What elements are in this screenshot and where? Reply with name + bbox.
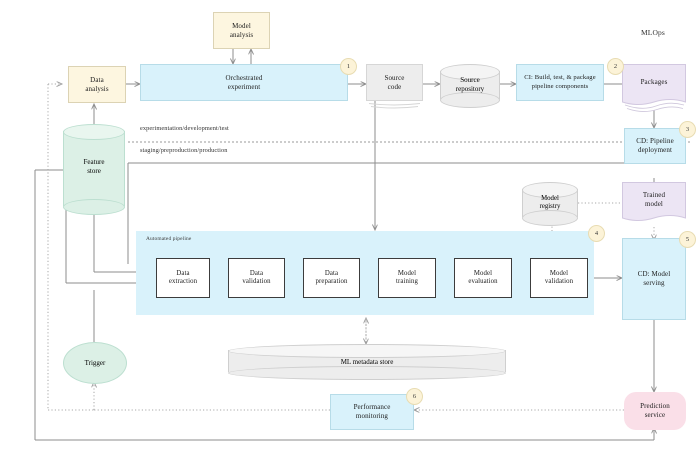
node-source-code-label: Source code: [384, 73, 405, 91]
node-data-extraction[interactable]: Data extraction: [156, 258, 210, 298]
cylinder-top: [522, 182, 578, 198]
node-model-validation[interactable]: Model validation: [530, 258, 588, 298]
node-trained-model-label: Trained model: [642, 191, 666, 208]
node-data-validation[interactable]: Data validation: [228, 258, 285, 298]
node-feature-store-label: Feature store: [83, 158, 105, 175]
cylinder-bottom: [228, 366, 506, 380]
node-packages-label: Packages: [640, 78, 668, 87]
env-label-experimentation: experimentation/development/test: [140, 125, 229, 132]
badge-4[interactable]: 4: [588, 225, 605, 242]
badge-3[interactable]: 3: [679, 121, 696, 138]
node-data-analysis[interactable]: Data analysis: [68, 66, 126, 103]
env-label-staging: staging/preproduction/production: [140, 147, 228, 154]
node-model-registry-label: Model registry: [539, 194, 561, 210]
node-model-registry[interactable]: Model registry: [522, 182, 578, 226]
cylinder-top: [63, 124, 125, 140]
cylinder-bottom: [63, 199, 125, 215]
mlops-title: MLOps: [641, 28, 665, 37]
cylinder-bottom: [440, 92, 500, 108]
node-prediction-service[interactable]: Prediction service: [624, 392, 686, 430]
badge-1[interactable]: 1: [340, 58, 357, 75]
node-model-evaluation[interactable]: Model evaluation: [454, 258, 512, 298]
cylinder-body: [63, 131, 125, 206]
badge-5[interactable]: 5: [679, 231, 696, 248]
node-cd-model-serving[interactable]: CD: Model serving: [622, 238, 686, 320]
node-source-code[interactable]: Source code: [366, 64, 423, 110]
node-packages[interactable]: Packages: [622, 64, 686, 114]
cylinder-top: [228, 344, 506, 358]
node-orchestrated-experiment[interactable]: Orchestrated experiment: [140, 64, 348, 101]
node-data-preparation[interactable]: Data preparation: [303, 258, 360, 298]
node-source-repository-label: Source repository: [455, 76, 485, 93]
node-source-repository[interactable]: Source repository: [440, 64, 500, 108]
node-ci-build-test-package[interactable]: CI: Build, test, & package pipeline comp…: [516, 64, 604, 101]
cylinder-top: [440, 64, 500, 80]
node-model-training[interactable]: Model training: [378, 258, 436, 298]
node-feature-store[interactable]: Feature store: [63, 124, 125, 215]
automated-pipeline-group: [136, 231, 594, 315]
node-cd-pipeline-deployment[interactable]: CD: Pipeline deployment: [624, 128, 686, 164]
cylinder-bottom: [522, 210, 578, 226]
node-trained-model[interactable]: Trained model: [622, 182, 686, 227]
badge-6[interactable]: 6: [406, 388, 423, 405]
node-trigger[interactable]: Trigger: [63, 342, 127, 384]
node-ml-metadata-store[interactable]: ML metadata store: [228, 344, 506, 380]
node-ml-metadata-store-label: ML metadata store: [340, 357, 394, 366]
badge-2[interactable]: 2: [607, 58, 624, 75]
node-model-analysis[interactable]: Model analysis: [213, 12, 270, 49]
automated-pipeline-label: Automated pipeline: [146, 236, 192, 242]
node-performance-monitoring[interactable]: Performance monitoring: [330, 394, 414, 430]
